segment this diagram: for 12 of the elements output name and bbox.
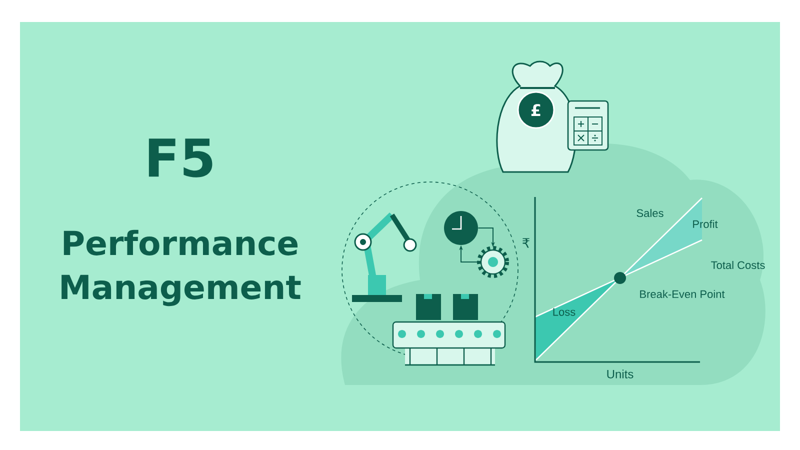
chart-label: Break-Even Point: [640, 290, 725, 298]
axis-label: Units: [607, 370, 634, 378]
chart-label: Sales: [636, 208, 664, 218]
axis-label: ₹: [522, 238, 530, 248]
course-code: F5: [148, 138, 212, 178]
chart-label: Loss: [553, 308, 576, 316]
currency-symbol: £: [531, 104, 540, 116]
title-text: Performance Management: [62, 230, 301, 306]
chart-label: Profit: [693, 220, 718, 228]
chart-label: Total Costs: [711, 260, 765, 270]
clock-icon: [444, 211, 478, 245]
gear-icon: [477, 246, 509, 278]
